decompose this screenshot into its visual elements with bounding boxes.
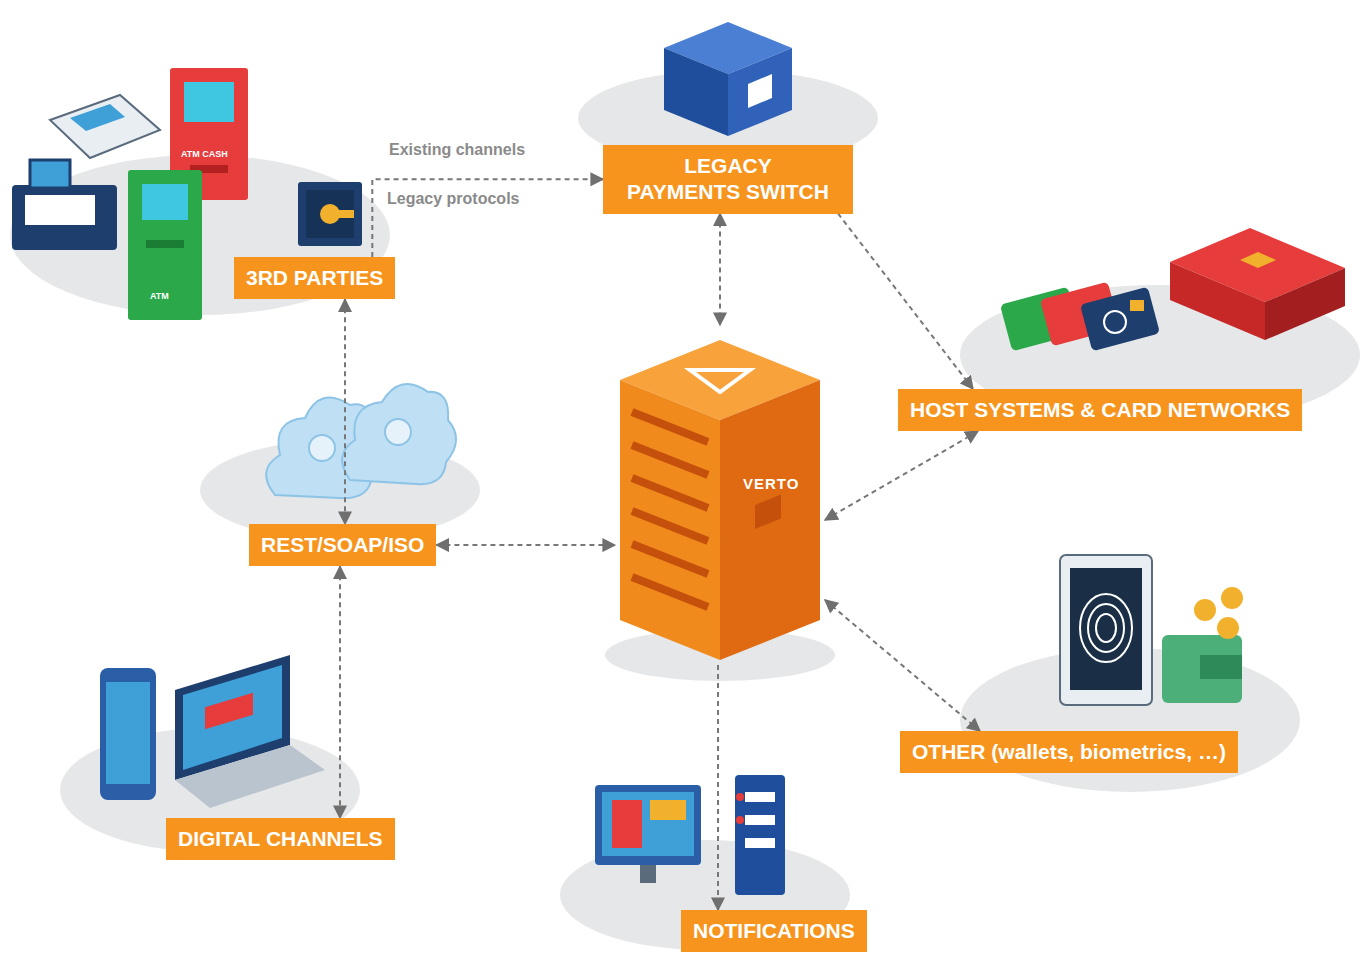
box-text: LEGACY PAYMENTS SWITCH [627, 154, 829, 203]
dashed-arrow [344, 299, 346, 524]
server-node: VERTO [615, 325, 825, 665]
label-box: OTHER (wallets, biometrics, …) [900, 731, 1238, 773]
label-box: HOST SYSTEMS & CARD NETWORKS [898, 389, 1302, 431]
dashed-arrow [436, 544, 615, 546]
biometric-icon [1060, 555, 1243, 705]
server-icon [620, 340, 820, 660]
dashed-arrow [825, 600, 980, 731]
atm-text: ATM CASH [181, 150, 228, 159]
edge-label: Existing channels [387, 141, 527, 159]
platforms [10, 70, 1360, 950]
label-box: REST/SOAP/ISO [249, 524, 436, 566]
box-text: REST/SOAP/ISO [261, 533, 424, 556]
devices-icon [100, 655, 325, 808]
dashed-arrow [838, 214, 973, 390]
dashed-arrow [717, 665, 719, 910]
dashed-arrow [339, 566, 341, 818]
protocol-note: Legacy protocols [385, 190, 521, 208]
label-box: DIGITAL CHANNELS [166, 818, 395, 860]
label-box: LEGACY PAYMENTS SWITCH [603, 145, 853, 214]
cards-icon [1000, 228, 1345, 351]
dashed-arrow [825, 431, 978, 520]
box-text: OTHER (wallets, biometrics, …) [912, 740, 1226, 763]
cloud-icon [266, 384, 456, 498]
box-text: HOST SYSTEMS & CARD NETWORKS [910, 398, 1290, 421]
atm-text: ATM [150, 292, 169, 301]
monitor-icon [595, 775, 785, 895]
dashed-arrow [719, 214, 721, 326]
dashed-arrow [372, 179, 603, 257]
label-box: 3RD PARTIES [234, 257, 395, 299]
server-name: VERTO [743, 475, 799, 492]
box-text: 3RD PARTIES [246, 266, 383, 289]
cube-icon [664, 22, 792, 136]
label-box: NOTIFICATIONS [681, 910, 867, 952]
box-text: NOTIFICATIONS [693, 919, 855, 942]
box-text: DIGITAL CHANNELS [178, 827, 383, 850]
